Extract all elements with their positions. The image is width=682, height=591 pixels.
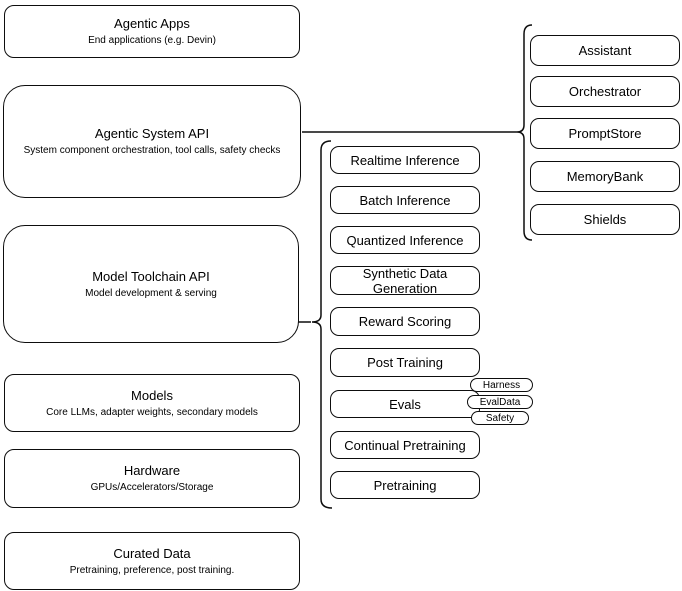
- node-hardware: Hardware GPUs/Accelerators/Storage: [4, 449, 300, 508]
- node-models: Models Core LLMs, adapter weights, secon…: [4, 374, 300, 432]
- node-post-training: Post Training: [330, 348, 480, 377]
- node-evals-label: Evals: [389, 396, 421, 412]
- node-pretraining-label: Pretraining: [373, 477, 437, 493]
- node-curated-data-subtitle: Pretraining, preference, post training.: [69, 564, 235, 576]
- node-agentic-apps-subtitle: End applications (e.g. Devin): [88, 35, 216, 46]
- node-hardware-title: Hardware: [123, 463, 181, 478]
- node-continual-pretraining-label: Continual Pretraining: [344, 437, 466, 453]
- node-agentic-apps-title: Agentic Apps: [114, 16, 190, 31]
- node-quantized-inference: Quantized Inference: [330, 226, 480, 254]
- node-curated-data-title: Curated Data: [113, 545, 191, 561]
- node-realtime-inference: Realtime Inference: [330, 146, 480, 174]
- node-agentic-system-api-title: Agentic System API: [94, 126, 210, 141]
- node-promptstore: PromptStore: [530, 118, 680, 149]
- eval-tag-safety: Safety: [471, 411, 529, 425]
- node-synthetic-data-generation-label: Synthetic Data Generation: [362, 265, 448, 296]
- node-assistant: Assistant: [530, 35, 680, 66]
- node-orchestrator: Orchestrator: [530, 76, 680, 107]
- node-model-toolchain-api-title: Model Toolchain API: [92, 268, 210, 284]
- node-quantized-inference-label: Quantized Inference: [346, 232, 464, 248]
- node-models-subtitle: Core LLMs, adapter weights, secondary mo…: [46, 406, 258, 418]
- node-batch-inference: Batch Inference: [330, 186, 480, 214]
- eval-tag-harness: Harness: [470, 378, 533, 392]
- node-continual-pretraining: Continual Pretraining: [330, 431, 480, 459]
- brace-toolchain-items: [311, 140, 333, 509]
- node-model-toolchain-api: Model Toolchain API Model development & …: [3, 225, 299, 343]
- node-memorybank: MemoryBank: [530, 161, 680, 192]
- node-shields: Shields: [530, 204, 680, 235]
- eval-tag-safety-label: Safety: [485, 412, 515, 424]
- node-reward-scoring: Reward Scoring: [330, 307, 480, 336]
- node-hardware-subtitle: GPUs/Accelerators/Storage: [90, 482, 214, 493]
- node-shields-label: Shields: [583, 212, 627, 227]
- eval-tag-evaldata: EvalData: [467, 395, 533, 409]
- node-pretraining: Pretraining: [330, 471, 480, 499]
- node-promptstore-label: PromptStore: [568, 126, 642, 141]
- node-post-training-label: Post Training: [367, 355, 443, 370]
- node-synthetic-data-generation: Synthetic Data Generation: [330, 265, 480, 296]
- node-realtime-inference-label: Realtime Inference: [350, 152, 460, 168]
- node-reward-scoring-label: Reward Scoring: [358, 314, 452, 329]
- node-agentic-apps: Agentic Apps End applications (e.g. Devi…: [4, 5, 300, 58]
- eval-tag-evaldata-label: EvalData: [479, 396, 521, 408]
- node-agentic-system-api: Agentic System API System component orch…: [3, 85, 301, 198]
- node-assistant-label: Assistant: [578, 43, 632, 58]
- node-agentic-system-api-subtitle: System component orchestration, tool cal…: [23, 145, 281, 156]
- node-memorybank-label: MemoryBank: [566, 169, 644, 184]
- eval-tag-harness-label: Harness: [482, 379, 521, 391]
- node-model-toolchain-api-subtitle: Model development & serving: [85, 287, 217, 299]
- node-curated-data: Curated Data Pretraining, preference, po…: [4, 532, 300, 590]
- node-models-title: Models: [131, 387, 173, 403]
- node-evals: Evals: [330, 390, 480, 418]
- node-batch-inference-label: Batch Inference: [359, 192, 451, 208]
- node-orchestrator-label: Orchestrator: [568, 84, 642, 99]
